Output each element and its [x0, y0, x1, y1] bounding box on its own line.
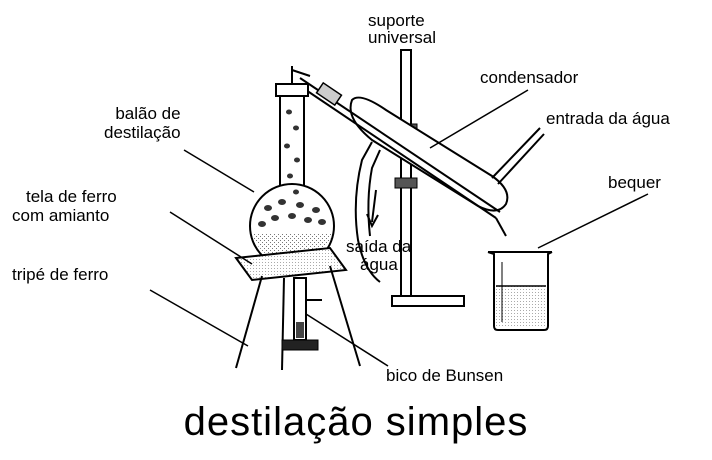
label-saida-da-agua: saída da água [346, 237, 412, 274]
leader-lines [149, 89, 649, 367]
label-tela-de-ferro: tela de ferro com amianto [12, 187, 117, 225]
label-tripe-de-ferro: tripé de ferro [12, 265, 109, 284]
condenser [299, 77, 545, 283]
label-suporte-universal: suporte universal [368, 11, 437, 47]
bunsen-burner [281, 277, 322, 351]
label-entrada-da-agua: entrada da água [546, 109, 670, 128]
label-bico-de-bunsen: bico de Bunsen [386, 366, 504, 385]
wire-gauze [234, 246, 348, 282]
beaker [487, 251, 553, 331]
label-balao-de-destilacao: balão de destilação [104, 104, 181, 142]
label-condensador: condensador [480, 68, 579, 87]
iron-tripod [235, 265, 361, 371]
label-bequer: bequer [608, 173, 661, 192]
diagram-title: destilação simples [183, 400, 529, 444]
